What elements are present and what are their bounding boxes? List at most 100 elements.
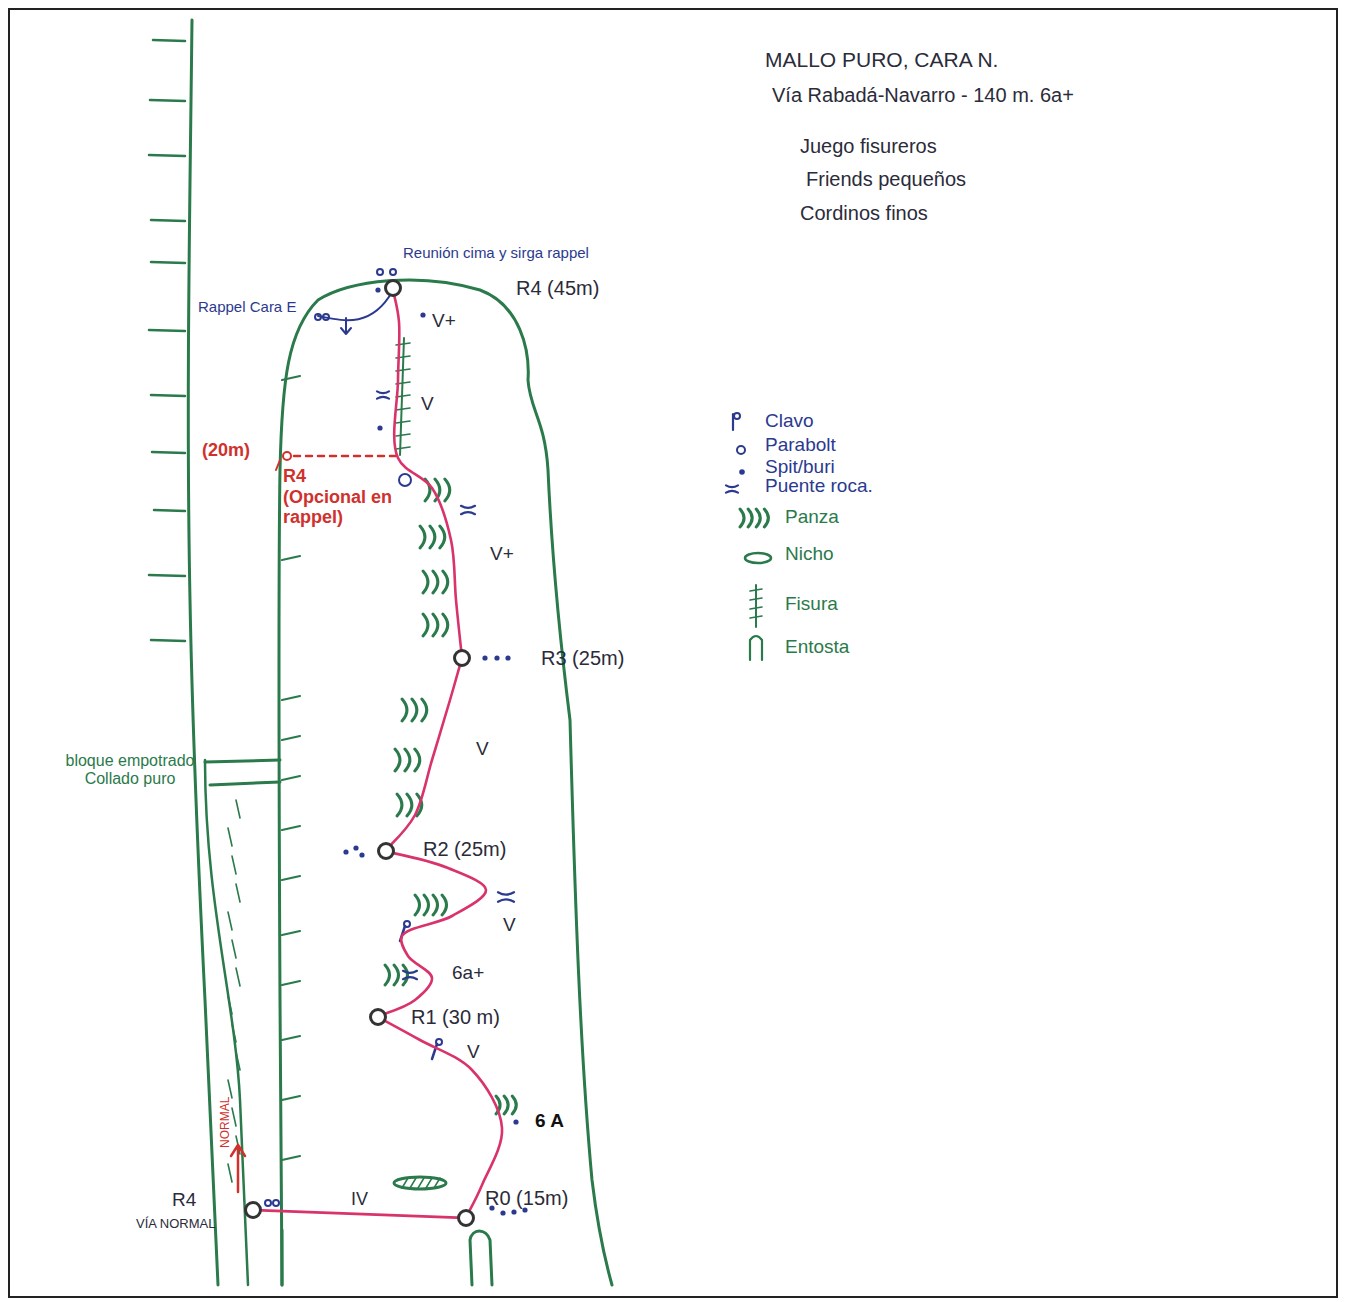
panza-symbol [423,571,428,593]
belay-label: R4 (Opcional en rappel) [283,466,393,528]
gully-texture [228,912,232,930]
belay-station: R0 (15m) [457,1209,475,1227]
belay-station: R1 (30 m) [369,1008,387,1026]
nicho-hatch [426,1178,432,1188]
panza-symbol [403,965,408,985]
legend-entry: Panza [785,506,839,528]
parabolt-symbol [265,1200,271,1206]
wall-tick [151,395,185,396]
wall-tick [151,640,185,641]
clavo-symbol [404,921,410,927]
gully-texture [228,1080,232,1098]
grade-label: V [467,1041,480,1063]
belay-station: R4VÍA NORMAL [244,1201,262,1219]
parabolt-symbol [315,314,321,320]
panza-symbol [415,895,420,915]
spit-dot [505,655,510,660]
pinnacle-tick [282,376,300,380]
panza-symbol [407,794,412,816]
panza-symbol [442,895,447,915]
fisura-tick [396,447,410,449]
topo-note: Cordinos finos [800,202,928,225]
clavo-symbol [436,1039,442,1045]
legend-entry: Parabolt [765,434,836,456]
spit-dot [511,1209,516,1214]
puente-roca-symbol [726,485,738,487]
panza-symbol [415,749,420,771]
spit-dot [343,849,348,854]
page-frame [8,8,1338,1298]
topo-title: MALLO PURO, CARA N. [765,48,998,72]
gully-texture [236,884,240,902]
topo-note: Vía Rabadá-Navarro - 140 m. 6a+ [772,84,1074,107]
puente-roca-symbol [377,391,389,393]
panza-symbol [424,895,429,915]
spit-dot [513,1119,518,1124]
pinnacle-tick [282,556,300,560]
gully-texture [228,1164,232,1182]
belay-station: R4 (Opcional en rappel) [398,473,412,487]
panza-symbol [748,509,752,527]
entosta-symbol [750,636,762,660]
grade-label: V [476,738,489,760]
gully-texture [232,1024,236,1042]
gully-texture [228,996,232,1014]
wall-tick [151,220,185,221]
rappel-line [318,292,392,320]
grade-label: V+ [490,543,514,565]
pinnacle-base [281,1230,284,1285]
wall-tick [149,575,185,576]
spit-dot [500,1210,505,1215]
grade-label: 6 A [535,1110,564,1132]
grade-label: Reunión cima y sirga rappel [403,244,613,261]
legend-entry: Nicho [785,543,834,565]
belay-label: R0 (15m) [485,1187,568,1210]
nicho-hatch [434,1178,440,1188]
place-note: bloque empotrado Collado puro [55,752,205,789]
panza-symbol [394,965,399,985]
gully-texture [232,940,236,958]
belay-label: R4 [172,1189,196,1211]
spit-dot [482,655,487,660]
puente-roca-symbol [498,892,514,894]
puente-roca-symbol [461,512,475,514]
puente-roca-symbol [461,506,475,508]
legend-entry: Spit/buri [765,456,835,478]
panza-symbol [756,509,760,527]
gully-texture [228,828,232,846]
panza-symbol [423,614,428,636]
topo-note: Friends pequeños [806,168,966,191]
pinnacle-tick [282,1156,300,1160]
pinnacle-step [470,1231,492,1285]
panza-symbol [433,571,438,593]
grade-label: (20m) [202,440,250,461]
pinnacle-tick [282,1036,300,1040]
nicho-symbol [394,1177,446,1189]
panza-symbol [430,526,435,548]
route-line [394,297,461,649]
puente-roca-symbol [403,971,417,973]
panza-symbol [405,749,410,771]
pinnacle-tick [282,876,300,880]
nicho-symbol [745,553,771,563]
panza-symbol [402,699,407,721]
parabolt-symbol [377,269,383,275]
clavo-symbol [734,413,740,419]
parabolt-symbol [737,446,745,454]
route-line [262,1210,457,1217]
route-line [392,667,460,844]
fisura-tick [750,589,762,591]
rappel-arrow [341,318,351,334]
panza-symbol [397,794,402,816]
wall-tick [152,452,185,453]
chockstone-block [205,760,280,785]
panza-symbol [385,965,390,985]
gully-texture [236,968,240,986]
rappel-tick [276,460,280,470]
grade-label: Rappel Cara E [198,298,303,315]
fisura-tick [750,607,762,609]
pinnacle-outline [279,280,612,1285]
nicho-hatch [418,1178,424,1188]
wall-tick [149,330,185,331]
